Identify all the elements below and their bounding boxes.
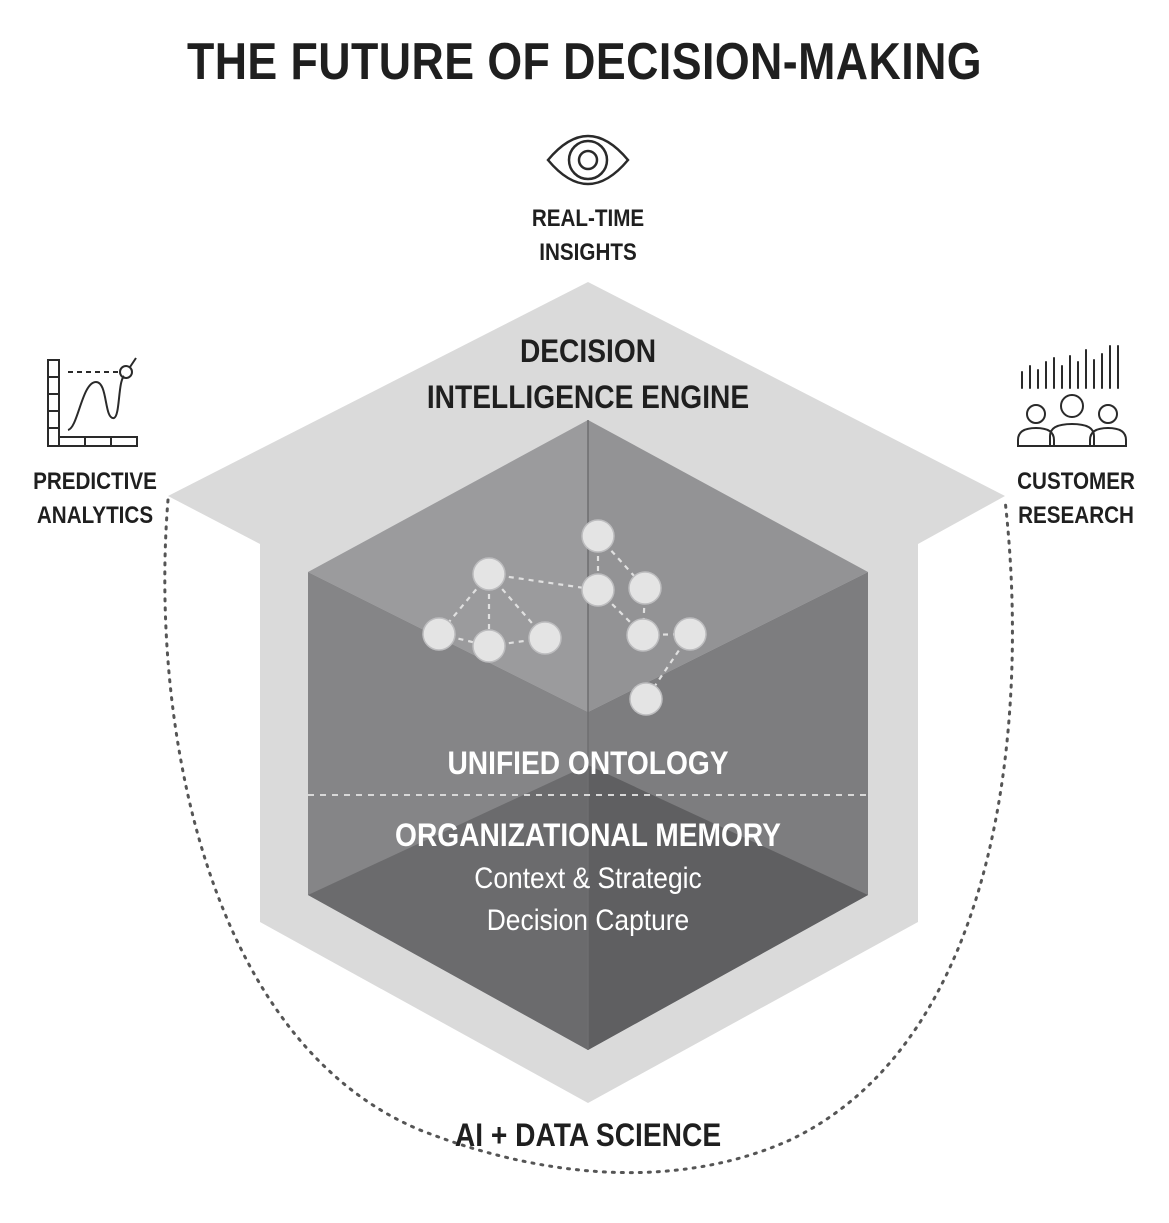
line-chart-icon [47, 357, 138, 447]
engine-label-line2: INTELLIGENCE ENGINE [426, 379, 750, 415]
engine-label-line1: DECISION [519, 333, 657, 369]
eye-icon [546, 134, 630, 186]
foundation-dotted-arc [163, 498, 1014, 1175]
graph-node [422, 617, 456, 651]
graph-node [472, 629, 506, 663]
right-input-label: CUSTOMER RESEARCH [1007, 465, 1145, 533]
left-input-label: PREDICTIVE ANALYTICS [26, 465, 164, 533]
audience-soundwave-icon [1017, 345, 1127, 447]
memory-subtitle-line1: Context & Strategic [474, 862, 702, 895]
graph-node [581, 573, 615, 607]
top-input-label-line1: REAL-TIME [531, 205, 645, 232]
graph-node [472, 557, 506, 591]
cube-floor-right [588, 765, 868, 1050]
page-title: THE FUTURE OF DECISION-MAKING [186, 33, 983, 91]
engine-label: DECISION INTELLIGENCE ENGINE [412, 328, 764, 420]
left-input-label-line1: PREDICTIVE [33, 468, 157, 495]
graph-node [673, 617, 707, 651]
knowledge-graph-icon [422, 519, 707, 716]
top-input-label-line2: INSIGHTS [539, 239, 637, 266]
right-input-label-line2: RESEARCH [1018, 502, 1134, 529]
left-input-label-line2: ANALYTICS [36, 502, 154, 529]
ontology-label: UNIFIED ONTOLOGY [447, 745, 729, 781]
memory-subtitle-line2: Decision Capture [486, 904, 690, 937]
top-input-label: REAL-TIME INSIGHTS [511, 202, 666, 270]
memory-label: ORGANIZATIONAL MEMORY [395, 817, 781, 853]
memory-subtitle: Context & Strategic Decision Capture [412, 858, 764, 942]
graph-node [629, 682, 663, 716]
cube-floor-left [308, 765, 588, 1050]
graph-node [581, 519, 615, 553]
right-input-label-line1: CUSTOMER [1017, 468, 1135, 495]
foundation-label: AI + DATA SCIENCE [454, 1117, 722, 1153]
graph-node [528, 621, 562, 655]
graph-node [626, 618, 660, 652]
cube-top-left-face [308, 420, 588, 712]
graph-node [628, 571, 662, 605]
